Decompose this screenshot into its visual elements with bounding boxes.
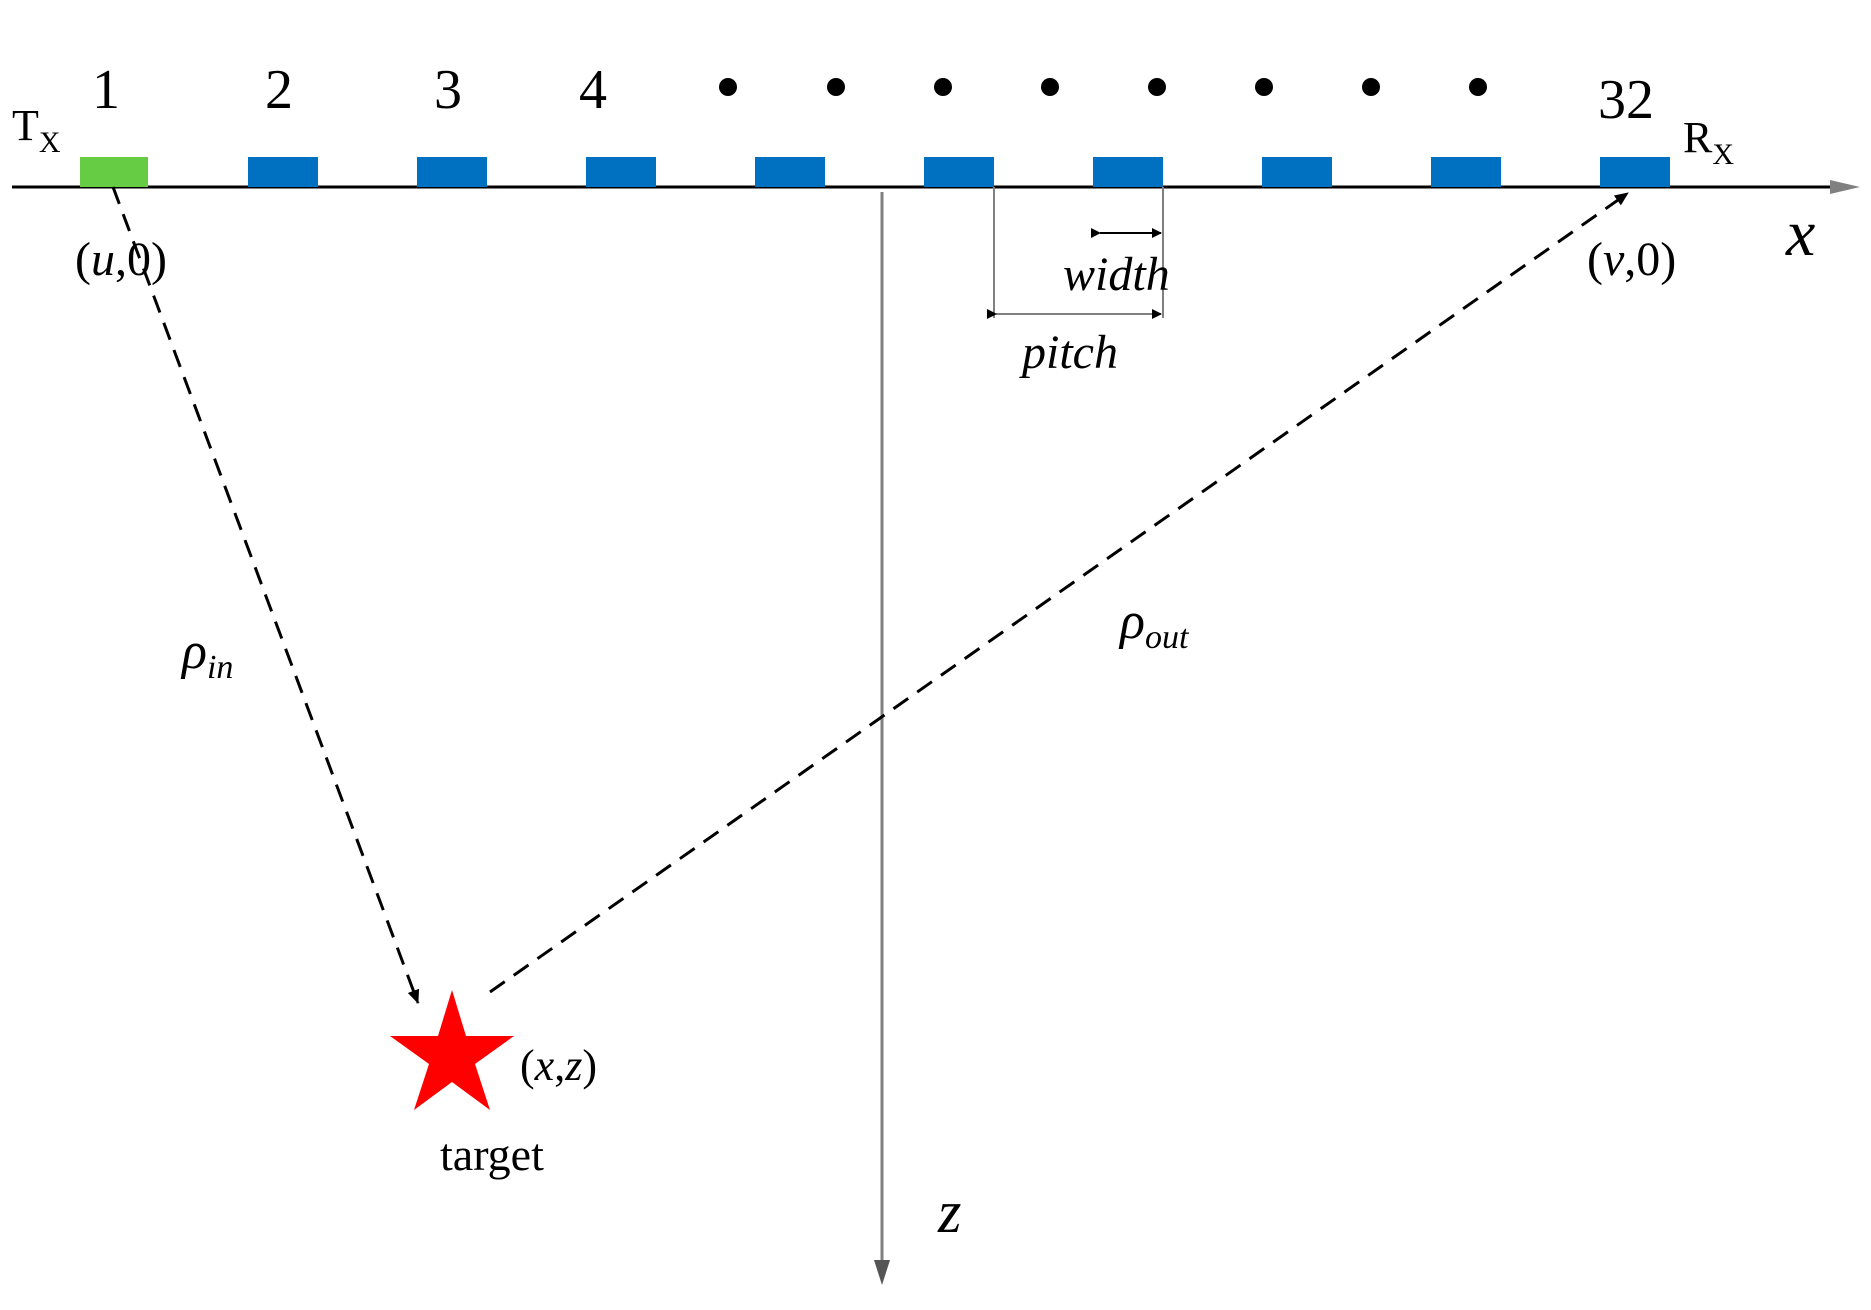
transmit-point-label: (u,0) [75,233,167,286]
element-label-3: 3 [434,59,462,121]
receive-point-label: (v,0) [1587,233,1676,286]
array-element [1093,157,1163,187]
receiver-element [1600,157,1670,187]
x-axis-label: x [1785,197,1815,270]
array-element [586,157,656,187]
array-element [248,157,318,187]
x-axis-arrowhead [1830,180,1860,194]
target-label: target [440,1129,544,1180]
incident-path-arrow [111,186,420,1004]
ellipsis-dots [719,78,1487,96]
rho-out-label: ρout [1118,593,1190,656]
rho-in-label: ρin [180,623,233,686]
array-element [755,157,825,187]
array-element [1431,157,1501,187]
target-point-label: (x,z) [520,1041,597,1090]
transmitter-element [80,157,148,187]
receiver-label: RX [1683,113,1734,171]
element-label-4: 4 [579,59,607,121]
array-element [1262,157,1332,187]
target-star-icon [390,990,514,1110]
pitch-label: pitch [1019,326,1118,379]
z-axis-label: z [937,1179,961,1245]
element-label-2: 2 [265,59,293,121]
z-axis-arrowhead [874,1260,890,1285]
width-label: width [1063,248,1170,301]
scattered-path-arrow [489,191,1629,994]
array-element [924,157,994,187]
element-label-32: 32 [1598,69,1654,131]
transmitter-label: TX [12,101,61,159]
array-element [417,157,487,187]
element-label-1: 1 [92,59,120,121]
dimension-lines [987,187,1164,319]
